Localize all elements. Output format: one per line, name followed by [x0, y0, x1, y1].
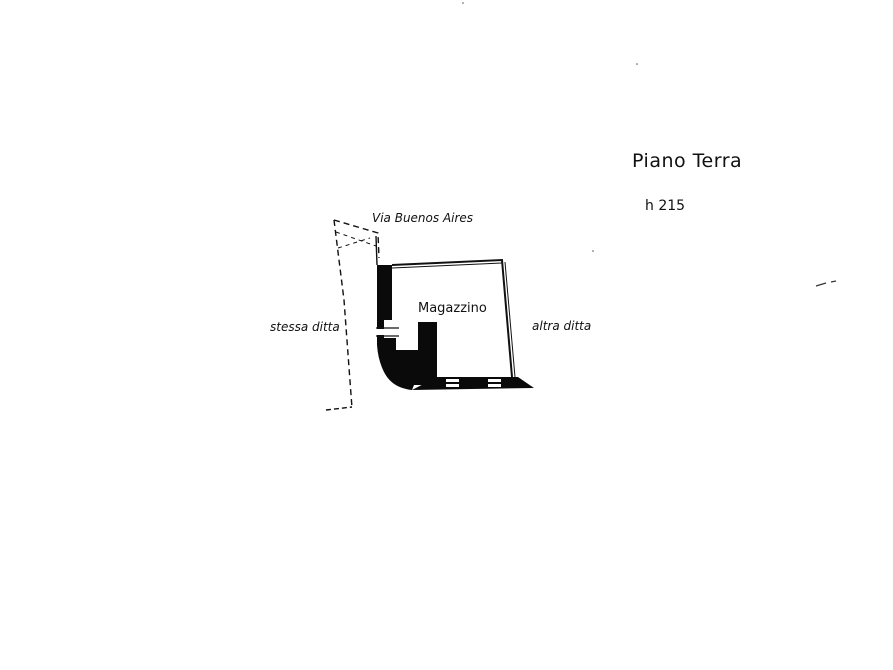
- adjacent-property-outline: [333, 219, 353, 409]
- wall-window: [376, 327, 399, 337]
- scan-dot: [636, 63, 638, 65]
- street-label: Via Buenos Aires: [372, 211, 473, 225]
- floor-title: Piano Terra: [632, 150, 742, 172]
- adjacent-property-hatch: [335, 231, 377, 249]
- room-outline-inner: [504, 261, 516, 378]
- bottom-wall-opening: [488, 384, 501, 387]
- bottom-wall: [412, 377, 534, 390]
- load-bearing-wall: [377, 265, 437, 390]
- wall-window-gap: [377, 329, 397, 335]
- street-wall-line: [375, 235, 378, 266]
- room-label: Magazzino: [418, 301, 487, 316]
- bottom-wall-opening: [488, 379, 501, 382]
- adjacent-property-outline: [333, 219, 380, 259]
- bottom-wall-opening: [446, 379, 459, 382]
- scan-dot: [462, 2, 464, 4]
- bottom-wall-opening: [446, 384, 459, 387]
- right-neighbor-label: altra ditta: [532, 319, 591, 333]
- left-neighbor-label: stessa ditta: [270, 320, 340, 334]
- ceiling-height-label: h 215: [645, 198, 685, 214]
- adjacent-property-outline: [325, 406, 353, 411]
- scan-dot: [592, 250, 594, 252]
- scan-mark: [815, 280, 837, 287]
- room-outline: [391, 258, 513, 378]
- room-outline-inner: [391, 262, 503, 269]
